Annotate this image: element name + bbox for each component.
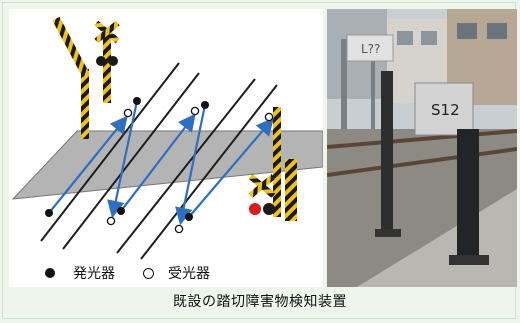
figure-caption: 既設の踏切障害物検知装置	[173, 294, 347, 310]
receiver-marker	[190, 106, 200, 116]
beam-arrow	[175, 104, 207, 226]
emitters	[45, 97, 209, 221]
gate-pole	[103, 31, 111, 103]
open-circle-icon	[143, 267, 154, 279]
crossing-gate-left	[52, 16, 120, 139]
beam-arrow	[188, 117, 274, 218]
photo-rails	[327, 129, 517, 177]
receiver-marker	[174, 224, 184, 234]
beam-arrow	[107, 100, 139, 219]
signal-light	[96, 56, 106, 66]
signal-light	[108, 56, 118, 66]
light-beams	[48, 100, 274, 226]
gate-pole	[273, 107, 281, 217]
figure-frame: L?? S12 発光器 受光器	[2, 2, 517, 319]
beam-arrow	[120, 113, 196, 212]
legend-emitter-label: 発光器	[73, 266, 115, 282]
legend: 発光器 受光器	[45, 261, 315, 285]
gate-pole	[81, 69, 89, 139]
emitter-marker	[45, 209, 53, 217]
rail-line	[116, 78, 256, 254]
rail-line	[40, 62, 180, 242]
signal-light-red	[249, 203, 261, 215]
receivers	[106, 106, 274, 234]
sign-box	[346, 34, 394, 62]
crossing-schematic-svg	[11, 16, 324, 260]
rail-line	[140, 84, 278, 260]
crossbuck-sign	[94, 20, 120, 44]
detector-pole	[381, 71, 393, 237]
photo-illustration-svg: L?? S12	[327, 9, 517, 287]
detector-post	[457, 129, 479, 259]
legend-emitter: 発光器	[45, 263, 115, 283]
signal-light	[263, 203, 275, 215]
crossing-gate-right	[248, 107, 297, 221]
rail-line	[62, 72, 200, 250]
legend-receiver: 受光器	[143, 263, 210, 283]
detector-box	[414, 82, 474, 136]
fence-post	[371, 43, 375, 129]
rails	[40, 62, 278, 260]
filled-circle-icon	[45, 268, 55, 278]
schematic-diagram	[9, 9, 324, 287]
beam-arrow	[48, 115, 128, 214]
receiver-marker	[264, 112, 274, 122]
gate-arm	[52, 16, 90, 78]
legend-receiver-label: 受光器	[168, 266, 210, 282]
emitter-marker	[117, 207, 125, 215]
site-photo: L?? S12	[327, 9, 517, 287]
fence-post	[341, 39, 347, 129]
receiver-marker	[106, 216, 116, 226]
sign-small-label: L??	[361, 42, 380, 56]
receiver-marker	[123, 108, 133, 118]
emitter-marker	[133, 97, 141, 105]
crossbuck-sign	[248, 174, 276, 198]
gate-pole	[285, 159, 297, 221]
sign-large-label: S12	[431, 101, 460, 119]
emitter-marker	[201, 101, 209, 109]
emitter-marker	[185, 213, 193, 221]
